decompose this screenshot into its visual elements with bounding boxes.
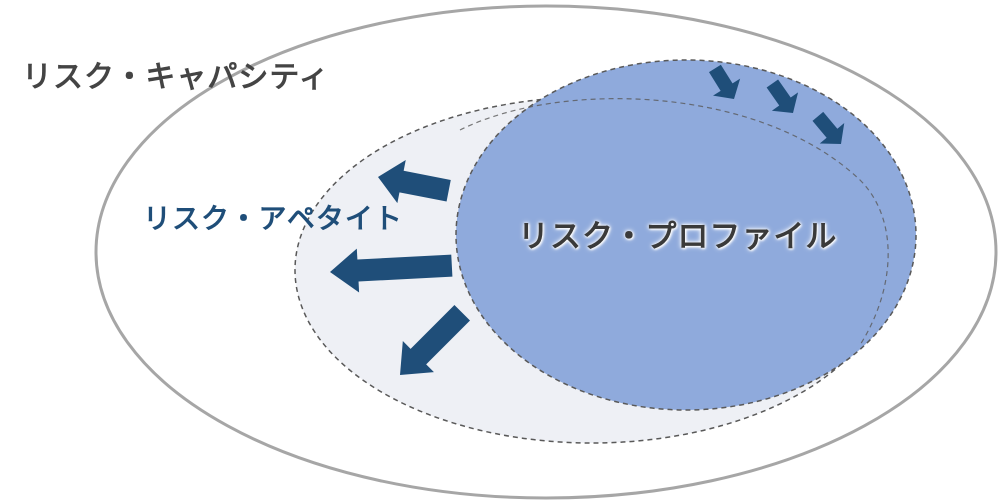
arrow-left-icon [400, 304, 471, 375]
arrow-left-icon [330, 248, 453, 293]
risk-profile-ellipse [455, 59, 917, 411]
outward-arrows [330, 159, 471, 375]
arrow-down-right-icon [766, 79, 799, 113]
risk-profile-label: リスク・プロファイル [518, 219, 838, 255]
risk-appetite-label: リスク・アペタイト [143, 202, 403, 235]
risk-capacity-label: リスク・キャパシティ [22, 60, 330, 95]
inward-arrows [708, 64, 845, 144]
arrow-left-icon [378, 159, 451, 204]
arrow-down-right-icon [708, 64, 741, 99]
arrow-down-right-icon [812, 111, 845, 144]
risk-appetite-boundary-overlay [459, 98, 889, 346]
